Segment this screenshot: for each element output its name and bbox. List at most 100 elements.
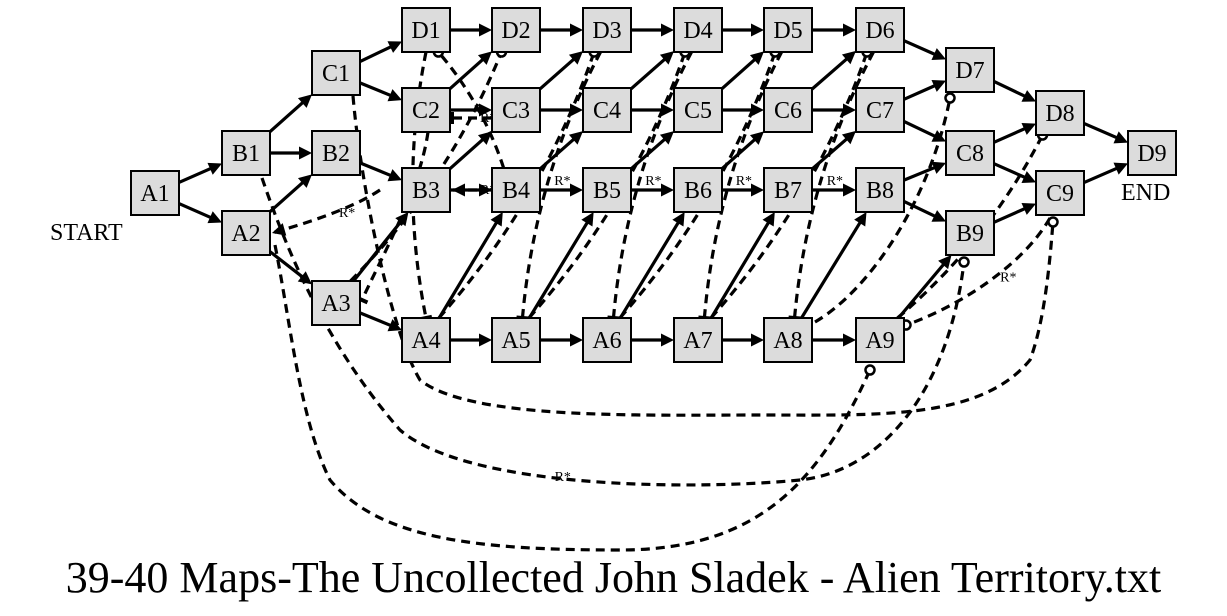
node-d2: D2 (491, 7, 541, 53)
edge-b5-b6 (631, 183, 674, 197)
node-box (855, 317, 905, 363)
node-box (491, 7, 541, 53)
edge-b8-b9 (903, 200, 946, 222)
edge-mark-label: R* (555, 470, 571, 485)
edge-d6-d7 (903, 39, 946, 60)
edge-a7-b7 (709, 212, 775, 319)
edge-b5-c5 (629, 131, 674, 171)
edge-line (903, 39, 938, 57)
node-box (582, 167, 632, 213)
arrow-head (272, 223, 287, 236)
node-c4: C4 (582, 87, 632, 133)
node-box (221, 130, 271, 176)
node-b6: B6 (673, 167, 723, 213)
node-d5: D5 (763, 7, 813, 53)
edge-line (359, 311, 394, 328)
node-d4: D4 (673, 7, 723, 53)
node-b4: B4 (491, 167, 541, 213)
node-box (582, 317, 632, 363)
arrow-head (938, 255, 952, 270)
edge-b6-c6 (720, 131, 764, 170)
edge-mark-label: R* (827, 174, 843, 189)
node-b3: B3 (401, 167, 451, 213)
dashed-edge-c1-c9 (351, 95, 1059, 417)
node-c2: C2 (401, 87, 451, 133)
arrow-head (841, 50, 856, 65)
edge-c8-c9 (993, 162, 1036, 183)
node-box (401, 87, 451, 133)
edge-c4-c5 (631, 103, 674, 117)
node-label: C1 (322, 61, 350, 87)
edge-b7-c7 (810, 130, 856, 171)
edge-line (709, 219, 772, 319)
arrow-head (387, 169, 402, 182)
node-label: A9 (865, 328, 894, 354)
arrow-head (387, 41, 402, 53)
node-label: B2 (322, 141, 350, 167)
arrow-head (843, 23, 856, 37)
arrow-head (1021, 123, 1036, 135)
arrow-head (931, 161, 946, 174)
edge-b6-b7 (722, 183, 764, 197)
edge-a8-b8 (800, 212, 867, 319)
edge-line (527, 219, 590, 319)
arrow-head (479, 183, 492, 197)
edge-d8-d9 (1083, 121, 1128, 144)
edge-path (905, 217, 1052, 327)
edge-line (897, 261, 947, 320)
arrow-head (1021, 90, 1036, 102)
arrow-head (570, 103, 583, 117)
edge-line (178, 202, 214, 220)
edge-b8-c8 (903, 161, 946, 182)
edge-path (351, 95, 1055, 417)
node-b2: B2 (311, 130, 361, 176)
node-c6: C6 (763, 87, 813, 133)
node-box (945, 130, 995, 176)
node-label: C7 (866, 98, 894, 124)
dashed-edge-b9-a9: R* (900, 217, 1052, 331)
edge-line (448, 136, 486, 170)
arrow-head (751, 103, 764, 117)
edge-a4-a5 (450, 333, 492, 347)
node-label: A3 (321, 291, 350, 317)
edge-line (1083, 121, 1120, 141)
arrow-head (841, 130, 856, 145)
node-d9: D9 (1127, 130, 1177, 176)
node-c1: C1 (311, 50, 361, 96)
node-a2: A2 (221, 210, 271, 256)
node-box (673, 167, 723, 213)
node-label: C8 (956, 141, 984, 167)
edge-line (629, 56, 668, 91)
dashed-edge-c3-c2: R* (450, 111, 496, 126)
node-box (673, 317, 723, 363)
node-label: A1 (140, 181, 169, 207)
arrow-head (568, 131, 583, 145)
edge-a2-a3 (269, 250, 312, 285)
node-box (582, 7, 632, 53)
node-box (1035, 170, 1085, 216)
node-label: C6 (774, 98, 802, 124)
arrow-head (570, 183, 583, 197)
node-box (130, 170, 180, 216)
node-box (401, 317, 451, 363)
circle-terminal (944, 92, 956, 104)
node-d8: D8 (1035, 90, 1085, 136)
edge-c3-c4 (540, 103, 583, 117)
node-label: B8 (866, 178, 894, 204)
edge-d3-d4 (631, 23, 674, 37)
node-label: D7 (955, 58, 984, 84)
edge-line (720, 56, 758, 90)
edge-line (359, 81, 394, 98)
edge-line (993, 126, 1028, 144)
node-label: B5 (593, 178, 621, 204)
arrow-head (570, 333, 583, 347)
edge-d7-d8 (993, 80, 1036, 102)
node-box (221, 210, 271, 256)
arrow-head (297, 271, 312, 285)
edge-path (273, 244, 872, 552)
node-box (1035, 90, 1085, 136)
edge-line (1083, 165, 1120, 185)
edge-c8-d8 (993, 123, 1036, 144)
arrow-head (661, 103, 674, 117)
arrow-head (479, 103, 492, 117)
